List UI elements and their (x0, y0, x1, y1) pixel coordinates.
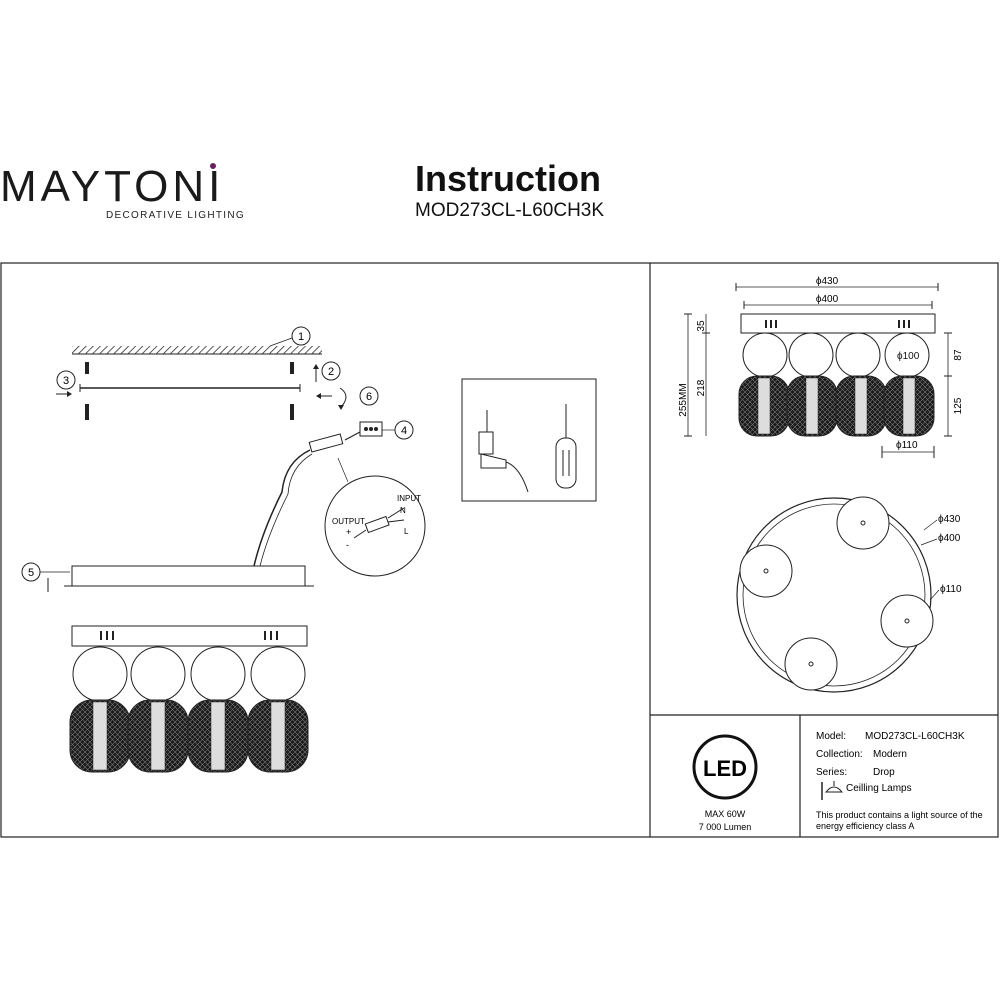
svg-text:Drop: Drop (873, 767, 895, 778)
terminal-block (359, 421, 383, 437)
svg-text:218: 218 (696, 379, 707, 396)
wiring-detail: INPUT OUTPUT N L + - (324, 475, 426, 577)
mounting-bracket (79, 384, 301, 392)
led-badge: LED (692, 734, 758, 800)
ceiling-lamp-icon (821, 781, 844, 800)
svg-text:Series:: Series: (816, 767, 847, 778)
svg-text:ϕ430: ϕ430 (938, 514, 961, 525)
callout-1: 1 (269, 326, 311, 347)
page-title: Instruction (415, 158, 601, 199)
base-plate (71, 565, 306, 587)
svg-text:1: 1 (298, 331, 304, 343)
svg-text:+: + (346, 527, 351, 537)
svg-text:35: 35 (696, 320, 707, 332)
svg-text:OUTPUT: OUTPUT (332, 517, 365, 526)
instruction-sheet: 1 2 3 6 4 5 INPUT OUTPUT (0, 262, 999, 838)
max-power: MAX 60W (705, 809, 746, 819)
svg-text:ϕ110: ϕ110 (896, 440, 918, 451)
drill-icon (478, 410, 529, 493)
svg-text:4: 4 (401, 425, 407, 437)
tools-box (461, 378, 597, 502)
callout-4: 4 (382, 420, 414, 440)
svg-text:ϕ100: ϕ100 (897, 351, 920, 362)
dimension-side-view: ϕ430 ϕ400 ϕ100 ϕ110 255MM 218 35 87 (678, 276, 964, 458)
model-code-heading: MOD273CL-L60CH3K (415, 200, 605, 221)
svg-text:INPUT: INPUT (397, 494, 421, 503)
svg-text:125: 125 (953, 397, 964, 414)
dimension-plan-view: ϕ430 ϕ400 ϕ110 (736, 496, 962, 693)
ceiling (72, 346, 322, 355)
svg-text:Modern: Modern (873, 749, 907, 760)
energy-note-line-1: This product contains a light source of … (816, 810, 983, 820)
svg-text:ϕ110: ϕ110 (940, 584, 962, 595)
svg-text:MOD273CL-L60CH3K: MOD273CL-L60CH3K (865, 731, 965, 742)
svg-text:-: - (346, 540, 349, 550)
lamp-front-view (69, 625, 309, 773)
svg-text:L: L (404, 527, 409, 536)
svg-text:Collection:: Collection: (816, 749, 863, 760)
svg-text:ϕ430: ϕ430 (816, 276, 839, 287)
callout-5: 5 (21, 562, 70, 582)
dowel-screws (85, 362, 294, 420)
category-label: Ceilling Lamps (846, 783, 912, 794)
callout-2: 2 (321, 361, 341, 381)
svg-text:2: 2 (328, 366, 334, 378)
screwdriver-icon (555, 404, 577, 489)
svg-text:3: 3 (63, 375, 69, 387)
svg-text:255MM: 255MM (678, 383, 689, 416)
svg-text:N: N (400, 506, 406, 515)
svg-text:87: 87 (953, 349, 964, 361)
brand-name: MAYTONI (0, 162, 225, 211)
lumen-output: 7 000 Lumen (699, 822, 752, 832)
logo-dot (210, 163, 216, 169)
callout-3: 3 (56, 370, 76, 390)
svg-text:5: 5 (28, 567, 34, 579)
brand-logo: MAYTONI (0, 162, 224, 212)
brand-tagline: DECORATIVE LIGHTING (106, 210, 245, 221)
sheet-frame (0, 262, 999, 838)
callout-6: 6 (359, 386, 379, 406)
svg-text:ϕ400: ϕ400 (938, 533, 961, 544)
led-driver (308, 433, 344, 453)
svg-text:Model:: Model: (816, 731, 846, 742)
svg-text:ϕ400: ϕ400 (816, 294, 839, 305)
svg-text:LED: LED (703, 756, 747, 781)
energy-note-line-2: energy efficiency class A (816, 821, 914, 831)
svg-text:6: 6 (366, 391, 372, 403)
spec-table: Model: MOD273CL-L60CH3K Collection: Mode… (816, 731, 983, 831)
